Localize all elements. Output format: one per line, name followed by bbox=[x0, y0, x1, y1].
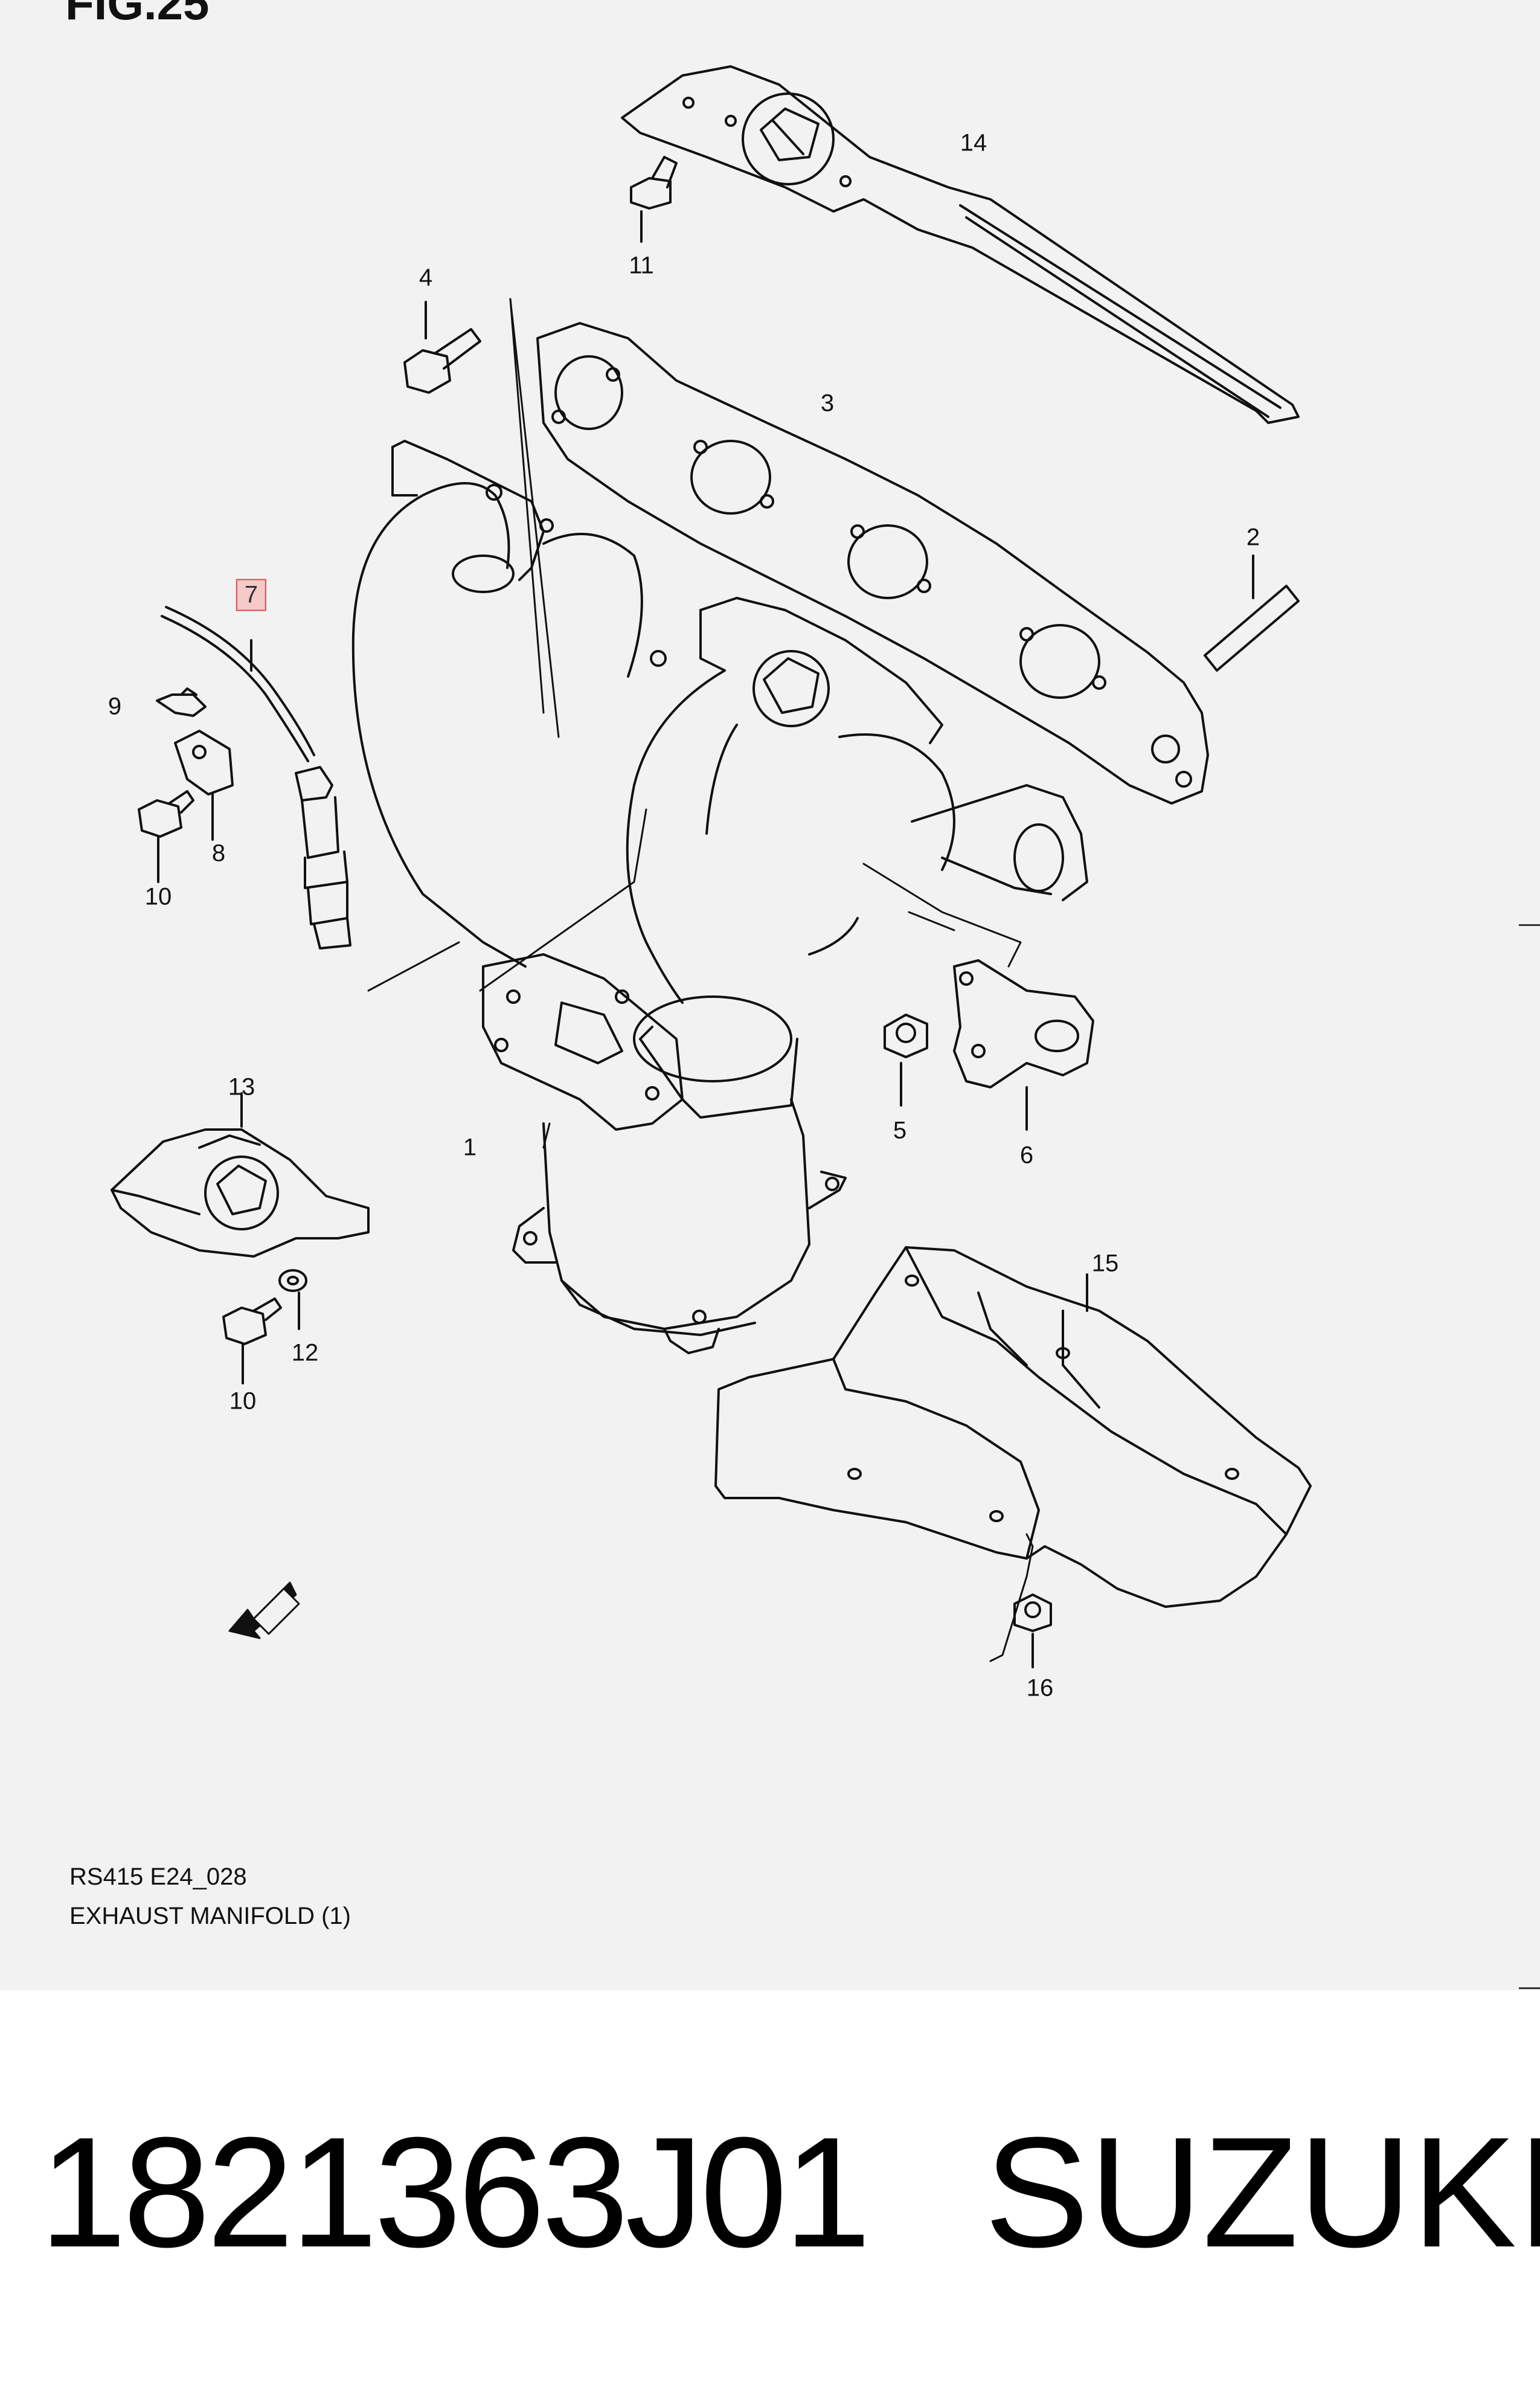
part-10-bolt-lower bbox=[222, 1297, 282, 1384]
callout-6: 6 bbox=[1019, 1142, 1034, 1169]
part-9-clip bbox=[156, 687, 207, 717]
part-2-stud bbox=[1204, 555, 1300, 672]
callout-4: 4 bbox=[419, 264, 433, 291]
part-6-bracket bbox=[953, 959, 1094, 1131]
figure-name: EXHAUST MANIFOLD (1) bbox=[69, 1903, 351, 1929]
callout-12: 12 bbox=[291, 1339, 319, 1366]
reference-lines bbox=[367, 298, 1034, 1662]
callout-15: 15 bbox=[1091, 1250, 1119, 1277]
callout-8: 8 bbox=[211, 840, 226, 867]
part-8-bracket bbox=[174, 730, 234, 841]
part-14-upper-heat-shield bbox=[621, 65, 1300, 424]
callout-10-upper: 10 bbox=[144, 883, 172, 910]
callout-1: 1 bbox=[463, 1134, 477, 1161]
part-5-nut bbox=[884, 1014, 928, 1107]
part-12-washer bbox=[278, 1269, 307, 1330]
callout-2: 2 bbox=[1246, 524, 1260, 551]
part-3-gasket bbox=[536, 322, 1209, 805]
part-16-nut bbox=[1013, 1593, 1052, 1668]
callout-16: 16 bbox=[1026, 1674, 1054, 1702]
callout-7-highlighted[interactable]: 7 bbox=[236, 579, 267, 611]
callout-10-lower: 10 bbox=[229, 1387, 257, 1415]
part-1-exhaust-manifold bbox=[351, 440, 1088, 1354]
callout-9: 9 bbox=[107, 693, 122, 720]
brand-name: SUZUKI bbox=[984, 2105, 1540, 2280]
part-13-heat-shield bbox=[111, 1092, 370, 1258]
part-7-oxygen-sensor bbox=[161, 606, 351, 950]
part-10-bolt-upper bbox=[138, 790, 194, 883]
edge-tick-right bbox=[1519, 924, 1540, 926]
callout-3: 3 bbox=[820, 390, 835, 417]
exhaust-manifold-drawing bbox=[111, 65, 1312, 1668]
callout-11: 11 bbox=[629, 252, 654, 279]
part-number: 1821363J01 bbox=[39, 2105, 871, 2280]
callout-13: 13 bbox=[228, 1073, 255, 1101]
part-4-bolt bbox=[403, 301, 481, 394]
edge-tick-bottom bbox=[1519, 1987, 1540, 1989]
part-15-lower-heat-shield bbox=[714, 1246, 1312, 1608]
callout-14: 14 bbox=[960, 129, 987, 156]
callout-5: 5 bbox=[893, 1117, 907, 1144]
figure-title: FIG.25 bbox=[65, 0, 210, 30]
fwd-arrow-icon bbox=[228, 1581, 300, 1639]
figure-code: RS415 E24_028 bbox=[69, 1863, 247, 1890]
diagram-panel: FIG.25 1 2 3 4 5 6 7 8 9 10 10 11 12 13 … bbox=[0, 0, 1540, 1990]
part-11-bolt bbox=[630, 156, 678, 243]
